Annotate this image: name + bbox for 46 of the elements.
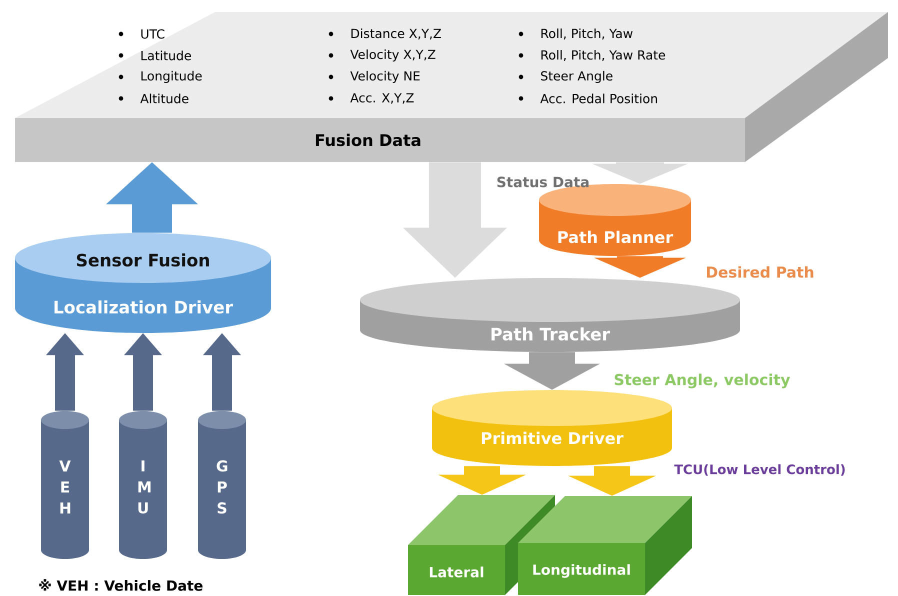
driver-cylinder bbox=[432, 390, 672, 466]
list-item: Velocity NE bbox=[350, 70, 420, 84]
sensor-cylinder bbox=[198, 410, 246, 559]
block-label: Longitudinal bbox=[533, 564, 630, 578]
edge-label: Status Data bbox=[497, 176, 589, 188]
block-arrow bbox=[106, 162, 198, 233]
footnote: ※ VEH : Vehicle Date bbox=[39, 579, 203, 591]
list-item: Roll, Pitch, Yaw bbox=[541, 28, 633, 40]
cylinder-label: Localization Driver bbox=[54, 300, 233, 314]
list-item: Roll, Pitch, Yaw Rate bbox=[541, 50, 666, 61]
block-arrow bbox=[124, 333, 162, 411]
block-arrow bbox=[403, 162, 507, 278]
list-item: Steer Angle bbox=[541, 70, 612, 84]
block-arrow bbox=[592, 162, 688, 184]
cylinder-label: Primitive Driver bbox=[482, 432, 624, 444]
edge-label: Desired Path bbox=[707, 266, 814, 278]
list-item: UTC bbox=[141, 29, 164, 39]
localization-cylinder bbox=[15, 232, 271, 333]
sensor-cylinder bbox=[119, 410, 167, 559]
list-item: Longitude bbox=[141, 70, 202, 84]
block-arrow bbox=[594, 256, 686, 278]
block-arrow bbox=[438, 466, 526, 495]
block-arrow bbox=[504, 352, 600, 390]
cylinder-label: Path Planner bbox=[558, 230, 674, 244]
fusion-data-slab bbox=[15, 12, 888, 162]
sensor-cylinder bbox=[41, 410, 89, 559]
block-label: Lateral bbox=[430, 566, 484, 578]
list-item: Acc. Pedal Position bbox=[540, 94, 657, 104]
block-arrow bbox=[46, 333, 84, 411]
edge-label: Steer Angle, velocity bbox=[614, 374, 790, 388]
cylinder-label: I M U bbox=[138, 460, 151, 514]
longitudinal-block bbox=[518, 496, 692, 595]
slab-label: Fusion Data bbox=[316, 134, 420, 146]
list-item: Acc. X,Y,Z bbox=[350, 93, 414, 104]
block-arrow bbox=[203, 333, 241, 411]
block-arrow bbox=[568, 466, 656, 496]
cylinder-label: G P S bbox=[216, 460, 228, 514]
cylinder-label: Sensor Fusion bbox=[76, 253, 209, 267]
edge-label: TCU(Low Level Control) bbox=[674, 464, 845, 476]
list-item: Distance X,Y,Z bbox=[351, 28, 441, 40]
cylinder-label: Path Tracker bbox=[492, 327, 610, 341]
list-item: Altitude bbox=[140, 94, 188, 104]
tracker-disk bbox=[360, 278, 740, 352]
list-item: Latitude bbox=[141, 50, 191, 60]
cylinder-label: V E H bbox=[59, 460, 71, 514]
list-item: Velocity X,Y,Z bbox=[350, 49, 436, 62]
